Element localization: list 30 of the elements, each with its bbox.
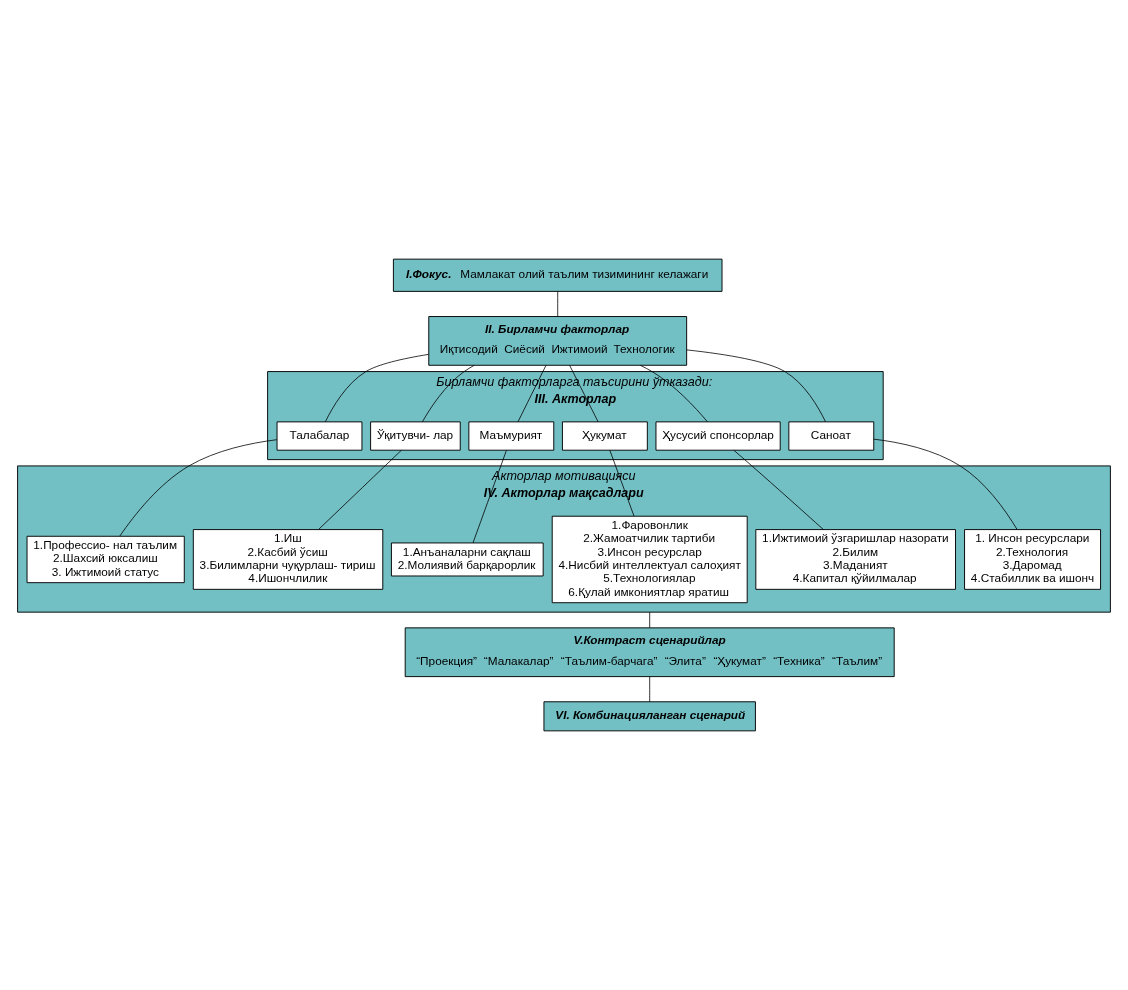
node-box: 1.Анъаналарни сақлаш 2.Молиявий барқарорлик	[390, 542, 544, 577]
node-box: Талабалар	[276, 421, 363, 451]
connector	[517, 364, 547, 423]
node-box: I.Фокус. Мамлакат олий таълим тизимининг келажаги	[392, 258, 723, 292]
node-box: 1.Фаровонлик 2.Жамоатчилик тартиби 3.Инсон ресурслар 4.Нисбий интеллектуал салоҳият 5.Технологиялар 6.Қулай имкониятлар яратиш	[551, 515, 748, 604]
node-box: Ўқитувчи- лар	[370, 421, 461, 451]
node-box: Саноат	[788, 421, 875, 451]
connector	[557, 291, 559, 317]
connector	[649, 611, 651, 629]
connector	[873, 438, 1018, 530]
node-box: 1. Инсон ресурслари 2.Технология 3.Даромад 4.Стабиллик ва ишонч	[964, 529, 1102, 590]
node-box: Маъмурият	[468, 421, 555, 451]
connector	[472, 449, 507, 544]
connector	[318, 449, 402, 530]
connector	[119, 439, 278, 537]
node-box: VI. Комбинацияланган сценарий	[543, 701, 756, 732]
node-box: Ҳукумат	[561, 421, 648, 451]
connector	[733, 450, 824, 530]
node-box: V.Контраст сценарийлар “Проекция” “Малакалар” “Таълим-барчага” “Элита” “Ҳукумат” “Техника” “Таълим”	[404, 627, 895, 678]
node-box: 1.Профессио- нал таълим 2.Шахсий юксалиш 3. Ижтимоий статус	[26, 535, 185, 584]
node-box: 1.Ижтимоий ўзгаришлар назорати 2.Билим 3.Маданият 4.Капитал қўйилмалар	[755, 529, 956, 590]
node-box: II. Бирламчи факторлар Иқтисодий Сиёсий Ижтимоий Технологик	[428, 316, 688, 366]
node-box: 1.Иш 2.Касбий ўсиш 3.Билимларни чуқурлаш- тириш 4.Ишончлилик	[192, 529, 384, 590]
connector	[639, 364, 708, 423]
node-box: Ҳусусий спонсорлар	[655, 421, 781, 451]
connector	[609, 449, 635, 517]
connector	[569, 364, 599, 423]
connector	[649, 676, 651, 703]
connector	[324, 353, 430, 423]
connector	[686, 349, 826, 423]
